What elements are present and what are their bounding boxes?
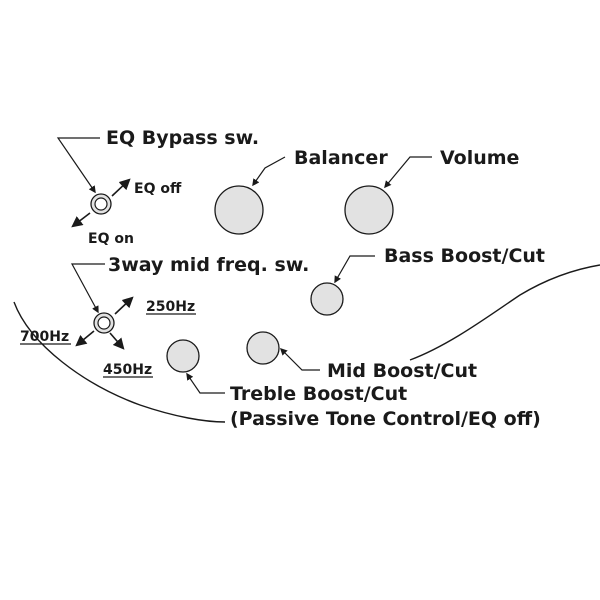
volume-knob[interactable] (344, 185, 394, 235)
body-outline-left (13, 301, 226, 423)
treble-leader (186, 372, 225, 394)
mid-freq-switch-label: 3way mid freq. sw. (108, 254, 309, 276)
mid-label: Mid Boost/Cut (327, 360, 477, 382)
mid-freq-switch[interactable] (93, 312, 115, 334)
volume-leader (384, 156, 432, 189)
bass-knob[interactable] (310, 282, 344, 316)
balancer-knob[interactable] (214, 185, 264, 235)
arrow-250hz-icon (114, 296, 134, 315)
eq-off-label: EQ off (134, 181, 182, 197)
eq-on-arrow-icon (71, 212, 91, 228)
eq-bypass-label: EQ Bypass sw. (106, 127, 259, 149)
bass-leader (334, 255, 375, 284)
treble-knob[interactable] (166, 339, 200, 373)
balancer-label: Balancer (294, 147, 388, 169)
mid-leader (279, 347, 320, 371)
eq-bypass-switch[interactable] (90, 193, 112, 215)
freq-450-label: 450Hz (103, 362, 152, 378)
bass-label: Bass Boost/Cut (384, 245, 545, 267)
mid-freq-leader (70, 263, 105, 314)
mid-knob[interactable] (246, 331, 280, 365)
volume-label: Volume (440, 147, 519, 169)
balancer-leader (252, 156, 286, 187)
treble-label-line2: (Passive Tone Control/EQ off) (230, 408, 541, 430)
eq-off-arrow-icon (111, 178, 131, 197)
freq-700-label: 700Hz (20, 329, 69, 345)
body-outline-right (409, 264, 600, 361)
treble-label-line1: Treble Boost/Cut (230, 383, 407, 405)
eq-bypass-leader (56, 137, 100, 194)
freq-250-label: 250Hz (146, 299, 195, 315)
arrow-450hz-icon (109, 332, 125, 350)
arrow-700hz-icon (75, 330, 95, 347)
eq-on-label: EQ on (88, 231, 134, 247)
